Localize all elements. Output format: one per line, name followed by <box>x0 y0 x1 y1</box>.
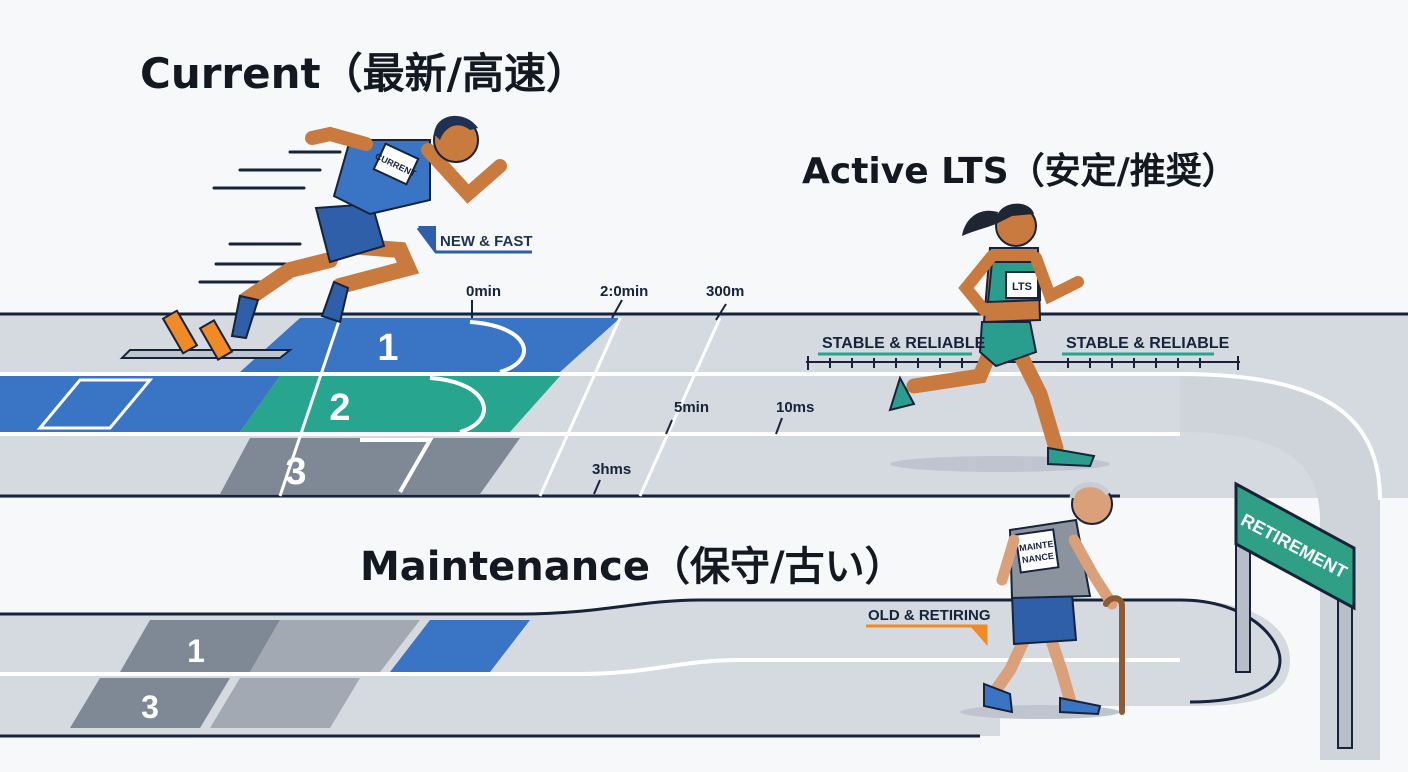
distance-mark-5min: 5min <box>674 399 709 416</box>
maintenance-bib-line1: MAINTE <box>1019 539 1055 554</box>
retirement-gate <box>1234 481 1356 749</box>
maintenance-bib-line2: NANCE <box>1021 551 1054 565</box>
old-retiring-tag: OLD & RETIRING <box>868 607 991 624</box>
active-lts-heading: Active LTS（安定/推奨） <box>802 151 1238 192</box>
maintenance-track <box>0 598 1290 738</box>
main-track <box>0 299 1408 760</box>
distance-mark-0min: 0min <box>466 283 501 300</box>
maintenance-lane-number-3: 3 <box>141 689 159 725</box>
track-curve <box>1180 374 1380 760</box>
lts-bib: LTS <box>1012 281 1032 293</box>
distance-mark-300m: 300m <box>706 283 744 300</box>
lane-number-1: 1 <box>377 327 398 369</box>
current-heading: Current（最新/高速） <box>140 49 588 98</box>
tag-shapes <box>416 226 1214 646</box>
stable-reliable-tag-1: STABLE & RELIABLE <box>822 335 986 352</box>
lane-number-2: 2 <box>329 387 350 429</box>
distance-mark-2-0min: 2:0min <box>600 283 648 300</box>
track-texts: 1 2 3 1 3 0min 2:0min 300m 5min 10ms 3hm… <box>141 151 1350 725</box>
maintenance-runner <box>960 482 1125 719</box>
lane-number-3: 3 <box>285 451 306 493</box>
lts-runner <box>888 203 1110 472</box>
speed-lines <box>198 150 342 284</box>
maintenance-heading: Maintenance（保守/古い） <box>360 544 905 590</box>
stable-reliable-tag-2: STABLE & RELIABLE <box>1066 335 1230 352</box>
starting-block <box>119 309 293 361</box>
distance-mark-3hms: 3hms <box>592 461 631 478</box>
current-runner <box>198 115 507 340</box>
distance-mark-10ms: 10ms <box>776 399 814 416</box>
maintenance-lane-number-1: 1 <box>187 633 205 669</box>
new-fast-tag: NEW & FAST <box>440 233 533 250</box>
